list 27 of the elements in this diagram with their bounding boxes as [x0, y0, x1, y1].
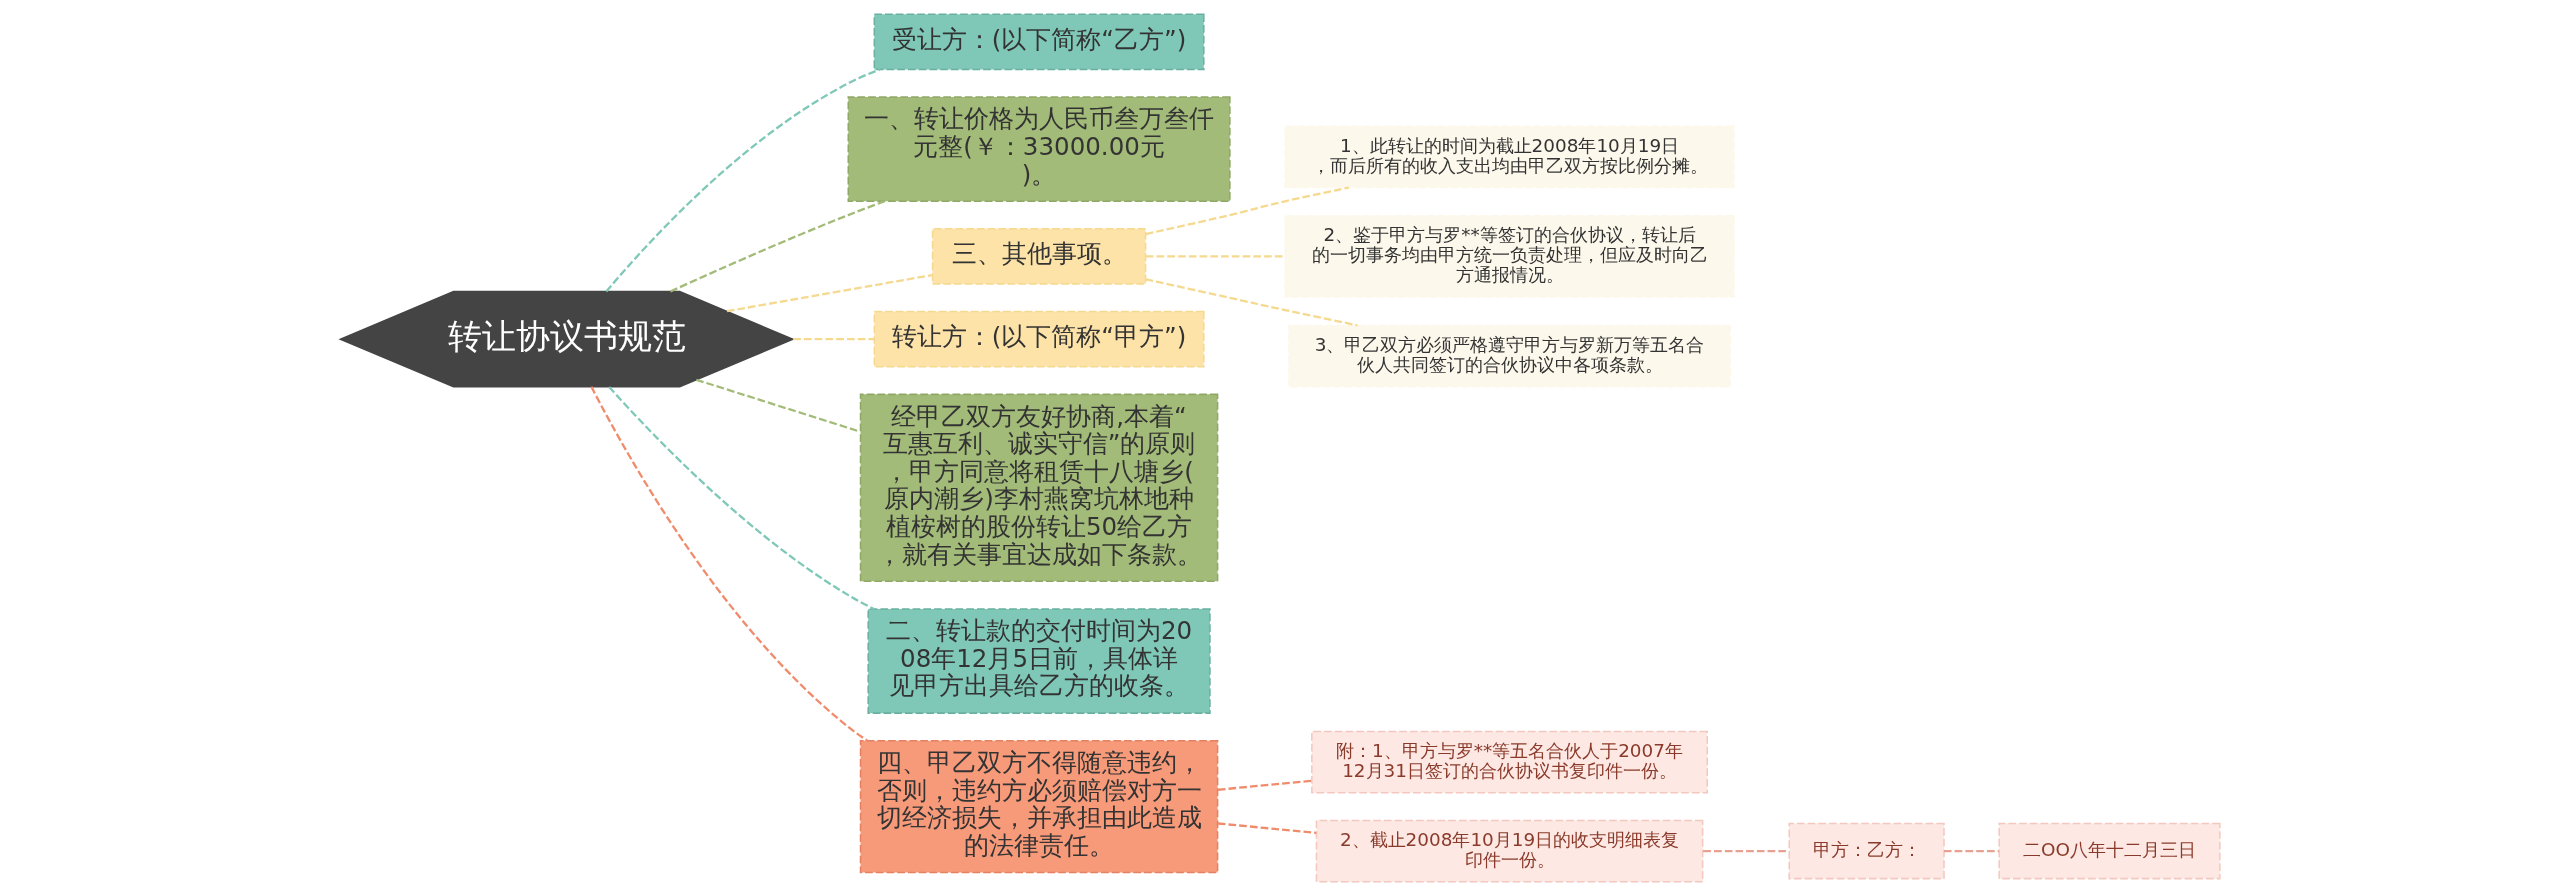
connector — [590, 386, 868, 742]
connector — [1217, 779, 1312, 791]
node-box: 3、甲乙双方必须严格遵守甲方与罗新万等五名合伙人共同签订的合伙协议中各项条款。 — [1288, 324, 1731, 388]
node-box: 1、此转让的时间为截止2008年10月19日，而后所有的收入支出均由甲乙双方按比例分摊。 — [1284, 125, 1735, 189]
node-box: 附：1、甲方与罗**等五名合伙人于2007年12月31日签订的合伙协议书复印件一份。 — [1311, 730, 1708, 794]
connector — [1703, 849, 1789, 853]
connector — [1146, 255, 1285, 258]
connector — [605, 68, 881, 293]
node-box: 经甲乙双方友好协商,本着“互惠互利、诚实守信”的原则，甲方同意将租赁十八塘乡(原内潮乡)李村燕窝坑林地种植桉树的股份转让50给乙方，就有关事宜达成如下条款。 — [859, 393, 1219, 583]
node-box: 二、转让款的交付时间为2008年12月5日前，具体详见甲方出具给乙方的收条。 — [867, 608, 1211, 714]
node-box: 一、转让价格为人民币叁万叁仟元整(￥：33000.00元)。 — [847, 96, 1231, 203]
node-box: 三、其他事项。 — [931, 228, 1147, 285]
node-box: 四、甲乙双方不得随意违约，否则，违约方必须赔偿对方一切经济损失，并承担由此造成的法律责任。 — [859, 739, 1219, 874]
node-box: 二OO八年十二月三日 — [1998, 822, 2221, 880]
connector — [1145, 278, 1358, 327]
connector — [669, 200, 885, 293]
connector — [608, 386, 875, 610]
connector — [1145, 186, 1350, 236]
node-box: 甲方：乙方： — [1788, 822, 1945, 880]
node-box: 受让方：(以下简称“乙方”) — [873, 13, 1205, 71]
connector — [726, 273, 933, 313]
connector — [1944, 849, 1999, 853]
node-box: 2、截止2008年10月19日的收支明细表复印件一份。 — [1315, 819, 1704, 883]
node-box: 转让方：(以下简称“甲方”) — [873, 310, 1205, 368]
connector — [793, 338, 875, 341]
node-box: 2、鉴于甲方与罗**等签订的合伙协议，转让后的一切事务均由甲方统一负责处理，但应及时向乙方通报情况。 — [1284, 215, 1735, 298]
connector — [1217, 822, 1317, 834]
